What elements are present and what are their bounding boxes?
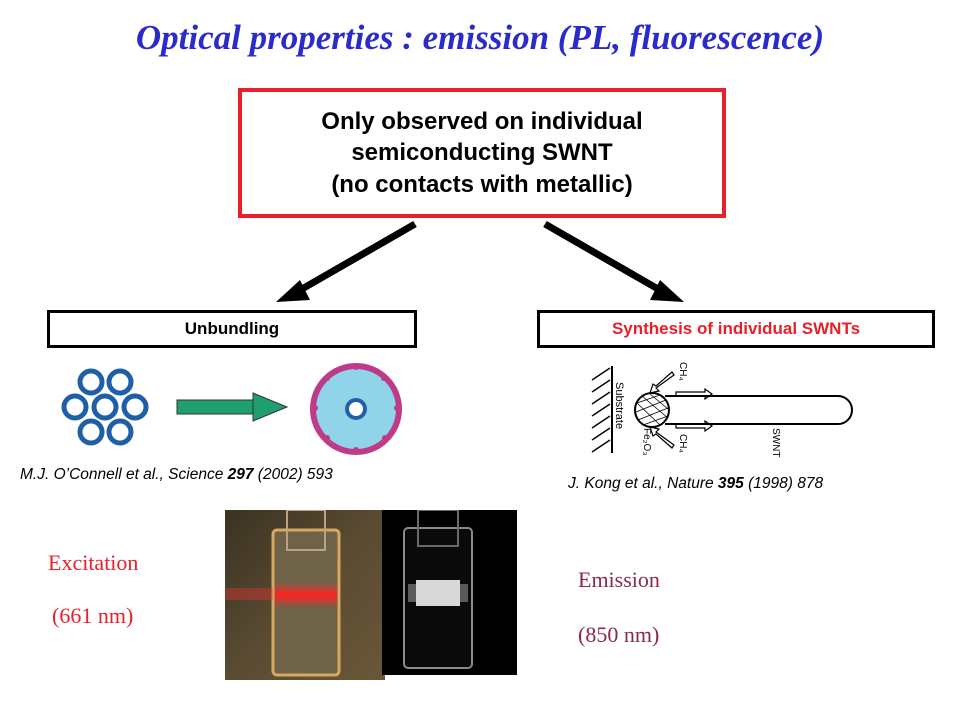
green-arrow-icon xyxy=(176,392,289,422)
left-arrow-shaft xyxy=(293,220,417,297)
slide-title: Optical properties : emission (PL, fluor… xyxy=(135,18,825,57)
unbundling-header: Unbundling xyxy=(47,310,417,348)
ch4-bottom-label: CH₄ xyxy=(677,434,688,453)
main-line-1: Only observed on individual xyxy=(321,108,643,136)
left-citation: M.J. O’Connell et al., Science 297 (2002… xyxy=(20,466,333,483)
nanotube-bundle-icon xyxy=(61,368,149,446)
right-arrow-head xyxy=(650,280,684,302)
substrate-label: Substrate xyxy=(613,382,625,429)
right-arrow-shaft xyxy=(543,220,667,297)
micelle-tube-icon xyxy=(310,363,402,455)
swnt-label: SWNT xyxy=(770,428,781,457)
cvd-growth-diagram: CH₄ CH₄ Substrate Fe₂O₃ SWNT xyxy=(591,362,853,457)
excitation-wavelength: (661 nm) xyxy=(52,603,134,628)
right-citation: J. Kong et al., Nature 395 (1998) 878 xyxy=(568,475,824,492)
main-line-3: (no contacts with metallic) xyxy=(331,170,633,198)
excitation-photo xyxy=(225,510,385,680)
emission-label: Emission xyxy=(578,567,660,592)
emission-wavelength: (850 nm) xyxy=(578,622,660,647)
synthesis-header: Synthesis of individual SWNTs xyxy=(537,310,935,348)
emission-photo xyxy=(382,510,517,675)
catalyst-label: Fe₂O₃ xyxy=(641,428,652,455)
right-citation-volume: 395 xyxy=(717,475,744,492)
main-line-2: semiconducting SWNT xyxy=(351,139,613,167)
left-citation-volume: 297 xyxy=(227,466,254,483)
ch4-top-label: CH₄ xyxy=(677,362,688,381)
main-statement-box: Only observed on individual semiconducti… xyxy=(238,88,726,218)
excitation-label: Excitation xyxy=(48,550,139,575)
left-arrow-head xyxy=(276,280,310,302)
